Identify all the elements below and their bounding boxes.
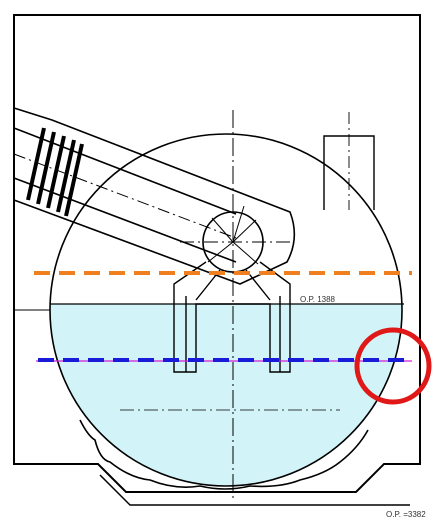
red-highlight-circle [354, 327, 432, 405]
foundation-pad [99, 474, 410, 506]
hub-spokes [207, 205, 259, 265]
hub-circle [202, 211, 264, 273]
arm-bands [26, 127, 84, 217]
liquid-wavy-bottom [79, 419, 369, 490]
outer-frame [13, 14, 421, 493]
op-label-2: O.P. =3382 [386, 510, 426, 519]
op-label-1: O.P. 1388 [300, 295, 336, 304]
liquid-area [50, 304, 402, 486]
inclined-arm [13, 107, 296, 285]
